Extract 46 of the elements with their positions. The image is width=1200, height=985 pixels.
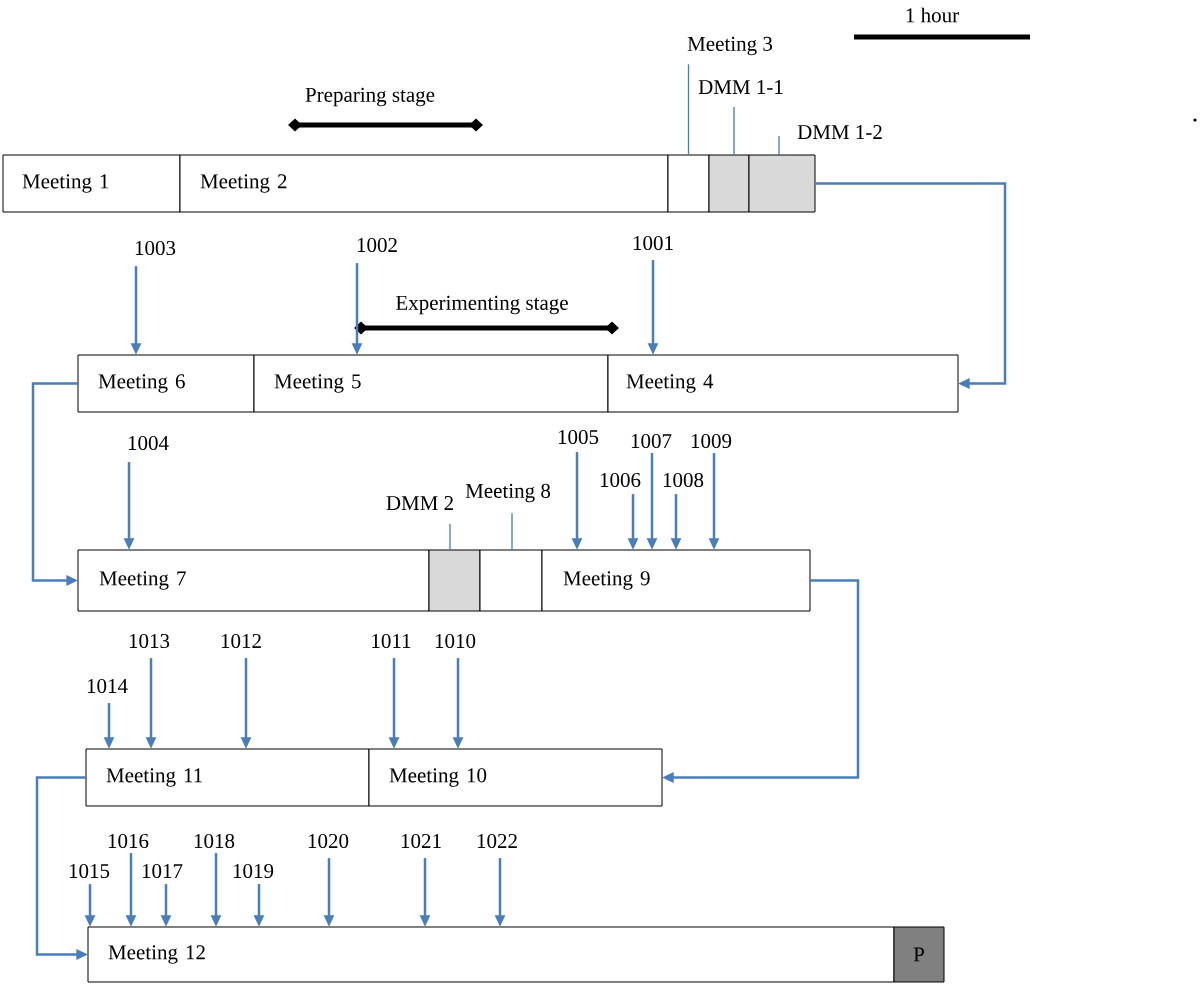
segment-box [667,154,710,213]
number-label: 1012 [221,633,261,649]
segment-box [479,549,543,612]
box-label: DMM 1-1 [698,80,783,94]
scale-label: 1 hour [906,7,959,23]
number-label: 1022 [477,833,517,849]
number-label: 1019 [233,863,274,879]
number-label: 1018 [194,833,235,849]
number-label: 1015 [69,863,110,879]
number-label: 1003 [135,240,176,256]
leader-line [778,135,780,156]
number-label: 1006 [600,472,641,488]
number-label: 1021 [401,833,441,849]
number-label: 1008 [663,472,704,488]
number-label: 1011 [372,633,411,649]
stage-label: Preparing stage [305,87,435,107]
box-label: Meeting 3 [687,36,773,56]
number-label: 1010 [435,633,476,649]
box-label: DMM 1-2 [797,125,882,139]
number-label: 1007 [631,433,672,449]
number-label: 1017 [142,863,183,879]
number-label: 1002 [357,237,397,253]
number-label: 1005 [558,429,599,445]
box-label: Meeting 8 [465,483,551,503]
segment-box [428,549,481,612]
meeting-box: Meeting 11 [85,748,370,807]
segment-box [748,154,816,213]
connector-arrow [31,382,78,586]
number-label: 1020 [308,833,349,849]
meeting-box: Meeting 10 [368,748,663,807]
segment-box [708,154,750,213]
meeting-box: Meeting 1 [2,154,181,213]
meeting-box: Meeting 7 [77,549,430,612]
number-label: 1014 [87,678,128,694]
meeting-box: Meeting 4 [607,354,959,413]
connector-arrow [815,182,1007,389]
stage-label: Experimenting stage [396,295,568,315]
number-label: 1001 [633,235,673,251]
segment-box: P [893,926,945,983]
meeting-box: Meeting 6 [77,354,255,413]
number-label: 1009 [691,433,732,449]
meeting-box: Meeting 12 [87,926,895,983]
number-label: 1016 [108,833,149,849]
number-label: 1004 [128,435,169,451]
number-label: 1013 [129,633,170,649]
box-label: DMM 2 [386,496,453,510]
